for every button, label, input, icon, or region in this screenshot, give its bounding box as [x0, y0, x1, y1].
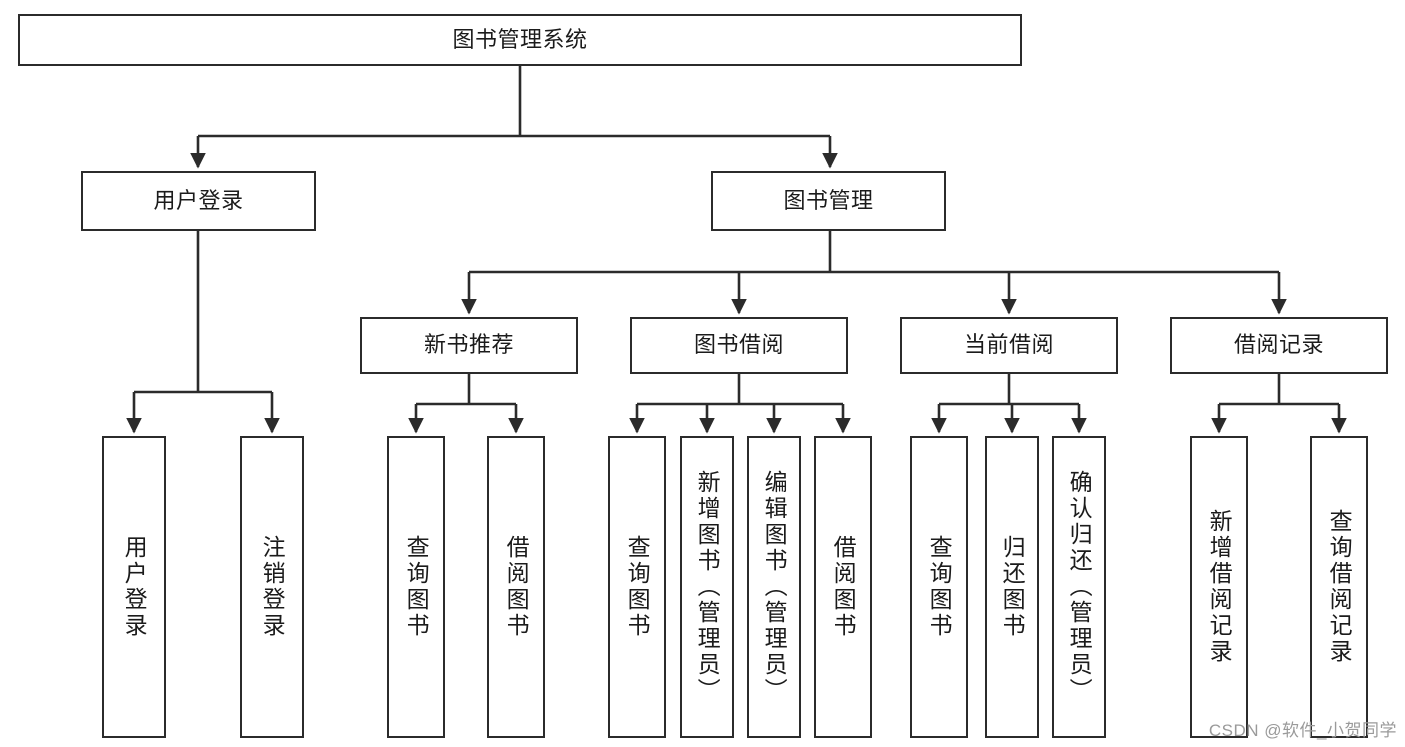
node-leaf-add-book[interactable]: 新增图书（管理员）	[680, 436, 734, 738]
node-book-borrow-label: 图书借阅	[693, 332, 784, 358]
node-root[interactable]: 图书管理系统	[18, 14, 1022, 66]
node-leaf-return-book-label: 归还图书	[999, 535, 1026, 639]
node-leaf-add-record[interactable]: 新增借阅记录	[1190, 436, 1248, 738]
node-leaf-confirm-return[interactable]: 确认归还（管理员）	[1052, 436, 1106, 738]
node-root-label: 图书管理系统	[452, 26, 588, 52]
node-leaf-query-record-label: 查询借阅记录	[1326, 509, 1353, 665]
node-leaf-query-record[interactable]: 查询借阅记录	[1310, 436, 1368, 738]
node-leaf-query-book-1[interactable]: 查询图书	[387, 436, 445, 738]
node-leaf-query-book-2-label: 查询图书	[624, 535, 651, 639]
node-leaf-user-logout-label: 注销登录	[259, 535, 286, 639]
node-current-borrow[interactable]: 当前借阅	[900, 317, 1118, 374]
node-borrow-record[interactable]: 借阅记录	[1170, 317, 1388, 374]
node-leaf-confirm-return-label: 确认归还（管理员）	[1066, 470, 1093, 704]
node-leaf-borrow-book-1-label: 借阅图书	[503, 535, 530, 639]
node-leaf-user-logout[interactable]: 注销登录	[240, 436, 304, 738]
node-leaf-user-login-label: 用户登录	[121, 535, 148, 639]
node-book-borrow[interactable]: 图书借阅	[630, 317, 848, 374]
node-leaf-user-login[interactable]: 用户登录	[102, 436, 166, 738]
node-current-borrow-label: 当前借阅	[963, 332, 1054, 358]
node-user-login[interactable]: 用户登录	[81, 171, 316, 231]
node-book-manage-label: 图书管理	[783, 187, 874, 213]
node-leaf-add-record-label: 新增借阅记录	[1206, 509, 1233, 665]
node-user-login-label: 用户登录	[153, 187, 244, 213]
node-leaf-borrow-book-2-label: 借阅图书	[830, 535, 857, 639]
node-leaf-edit-book[interactable]: 编辑图书（管理员）	[747, 436, 801, 738]
node-leaf-edit-book-label: 编辑图书（管理员）	[761, 470, 788, 704]
node-new-book-recommend-label: 新书推荐	[423, 332, 514, 358]
node-leaf-query-book-3[interactable]: 查询图书	[910, 436, 968, 738]
node-leaf-query-book-3-label: 查询图书	[926, 535, 953, 639]
node-borrow-record-label: 借阅记录	[1233, 332, 1324, 358]
node-leaf-query-book-1-label: 查询图书	[403, 535, 430, 639]
node-leaf-add-book-label: 新增图书（管理员）	[694, 470, 721, 704]
node-leaf-borrow-book-2[interactable]: 借阅图书	[814, 436, 872, 738]
node-new-book-recommend[interactable]: 新书推荐	[360, 317, 578, 374]
node-leaf-return-book[interactable]: 归还图书	[985, 436, 1039, 738]
node-leaf-borrow-book-1[interactable]: 借阅图书	[487, 436, 545, 738]
csdn-watermark: CSDN @软件_小贺同学	[1208, 721, 1397, 740]
node-leaf-query-book-2[interactable]: 查询图书	[608, 436, 666, 738]
node-book-manage[interactable]: 图书管理	[711, 171, 946, 231]
